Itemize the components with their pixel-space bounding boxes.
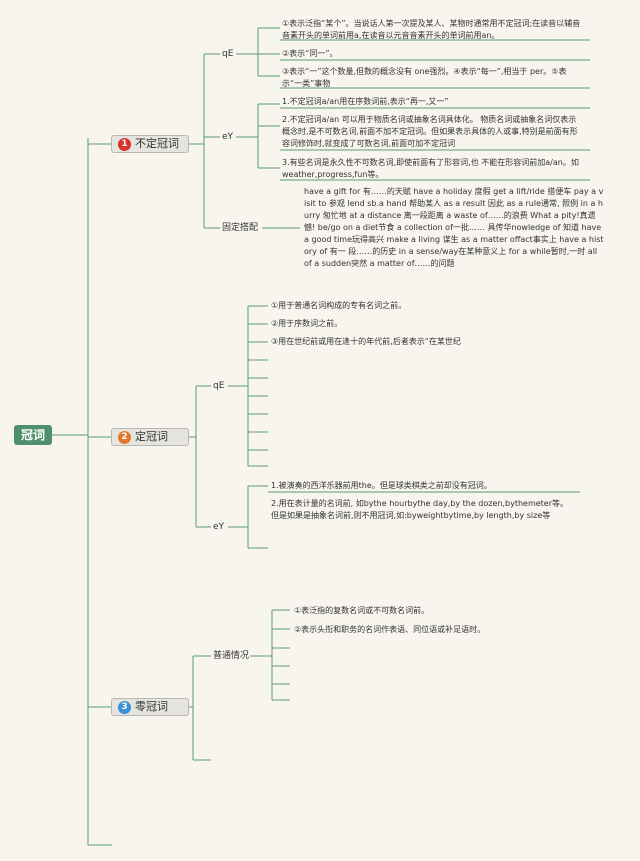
root-node[interactable]: 冠词 (14, 425, 52, 445)
leaf-text: ②用于序数词之前。 (271, 319, 343, 328)
branch-indefinite-article[interactable]: 1 不定冠词 (111, 135, 189, 153)
branch-zero-article[interactable]: 3 零冠词 (111, 698, 189, 716)
leaf-text: ①表泛指的复数名词或不可数名词前。 (294, 606, 430, 615)
badge-3: 3 (118, 700, 131, 714)
sub-node-qe[interactable]: qE (222, 49, 234, 59)
sub-node-qe[interactable]: qE (213, 381, 225, 391)
sub-node-fixed-phrases[interactable]: 固定搭配 (222, 223, 259, 233)
leaf-text: ①用于普通名词构成的专有名词之前。 (271, 301, 407, 310)
sub-node-general[interactable]: 普通情况 (213, 651, 250, 661)
branch-label: 零冠词 (135, 700, 168, 713)
branch-label: 不定冠词 (135, 137, 179, 150)
branch-label: 定冠词 (135, 430, 168, 443)
sub-node-ey[interactable]: eY (222, 132, 234, 142)
branch-definite-article[interactable]: 2 定冠词 (111, 428, 189, 446)
badge-2: 2 (118, 430, 131, 444)
leaf-text: 1.不定冠词a/an用在序数词前,表示“再一,又一” (282, 97, 449, 106)
leaf-text: 2.用在表计量的名词前, 如bythe hourbythe day,by the… (271, 499, 569, 520)
leaf-text: ③用在世纪前或用在逢十的年代前,后者表示“在某世纪 (271, 337, 461, 346)
leaf-text: 1.被演奏的西洋乐器前用the。但是球类棋类之前却没有冠词。 (271, 481, 492, 490)
badge-1: 1 (118, 137, 131, 151)
leaf-text: ②表示“同一”。 (282, 49, 338, 58)
leaf-text: 3.有些名词是永久性不可数名词,即使前面有了形容词,也 不能在形容词前加a/an… (282, 158, 579, 179)
leaf-text: ①表示泛指“某个”。当说话人第一次提及某人、某物时通常用不定冠词;在读音以辅音音… (282, 19, 581, 40)
leaf-text: have a gift for 有……的天赋 have a holiday 度假… (304, 187, 604, 268)
sub-node-ey[interactable]: eY (213, 522, 225, 532)
leaf-text: 2.不定冠词a/an 可以用于物质名词或抽象名词具体化。 物质名词或抽象名词仅表… (282, 115, 578, 148)
leaf-text: ③表示“一”这个数量,但数的概念没有 one强烈。④表示“每一”,相当于 per… (282, 67, 567, 88)
leaf-text: ②表示头衔和职务的名词作表语、同位语或补足语时。 (294, 625, 486, 634)
